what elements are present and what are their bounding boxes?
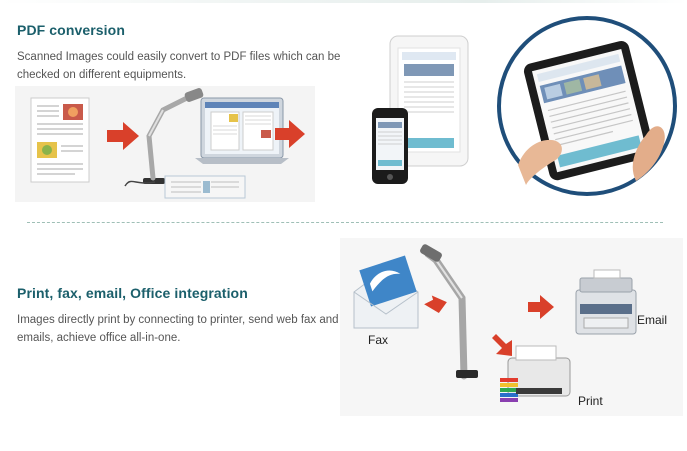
phone-icon bbox=[372, 108, 408, 184]
scan-to-pdf-illustration bbox=[15, 86, 315, 202]
top-rule bbox=[0, 0, 687, 3]
multifunction-printer-icon bbox=[575, 269, 637, 335]
laptop-icon bbox=[195, 97, 289, 164]
document-camera-icon bbox=[124, 88, 204, 187]
document-icon bbox=[30, 97, 90, 183]
section-text-office-integration: Images directly print by connecting to p… bbox=[17, 314, 339, 344]
envelope-icon bbox=[353, 255, 419, 329]
arrow-right-icon bbox=[107, 122, 139, 150]
hand-icon bbox=[518, 126, 665, 185]
pdf-devices-illustration bbox=[372, 35, 469, 184]
office-integration-illustration bbox=[340, 238, 683, 416]
email-label: Email bbox=[637, 313, 668, 327]
tablet-icon bbox=[389, 35, 469, 167]
document-camera-icon bbox=[420, 244, 478, 380]
section-title-pdf-conversion: PDF conversion bbox=[17, 22, 125, 38]
tablet-in-hand-illustration bbox=[497, 16, 677, 196]
fax-label: Fax bbox=[368, 333, 389, 347]
print-label: Print bbox=[578, 394, 603, 408]
arrow-right-icon bbox=[275, 120, 305, 148]
scan-mat-icon bbox=[164, 175, 246, 199]
arrow-down-icon bbox=[492, 334, 512, 356]
printer-icon bbox=[500, 345, 571, 402]
section-title-office-integration: Print, fax, email, Office integration bbox=[17, 285, 248, 301]
arrow-right-icon bbox=[528, 295, 554, 319]
arrow-left-icon bbox=[424, 295, 447, 313]
section-text-pdf-conversion: Scanned Images could easily convert to P… bbox=[17, 51, 341, 81]
section-divider bbox=[27, 222, 663, 223]
